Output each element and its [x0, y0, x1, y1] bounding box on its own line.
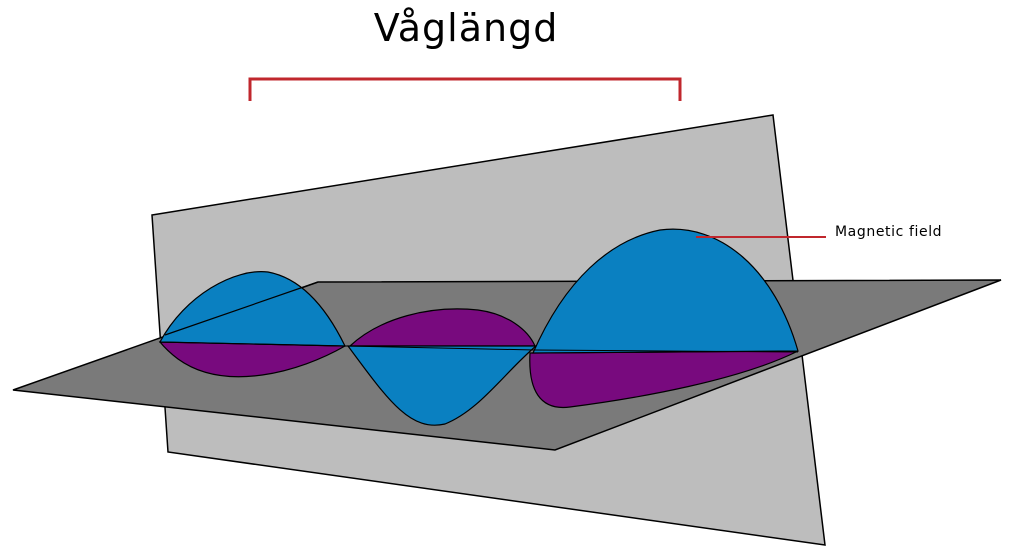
wave-lobe-blue-1 [159, 271, 346, 347]
wave-lobe-blue-2 [346, 345, 538, 426]
wave-lobe-blue-3 [532, 228, 799, 354]
propagation-axis [159, 341, 799, 353]
wave-lobe-purple-1 [158, 341, 348, 378]
plane-edge-line [164, 281, 319, 336]
wavelength-bracket [248, 77, 682, 101]
wave-lobe-purple-2 [348, 308, 536, 347]
magnetic-field-label: Magnetic field [835, 224, 943, 240]
wavelength-title: Våglängd [373, 6, 559, 50]
wave-lobe-purple-3 [529, 350, 799, 409]
